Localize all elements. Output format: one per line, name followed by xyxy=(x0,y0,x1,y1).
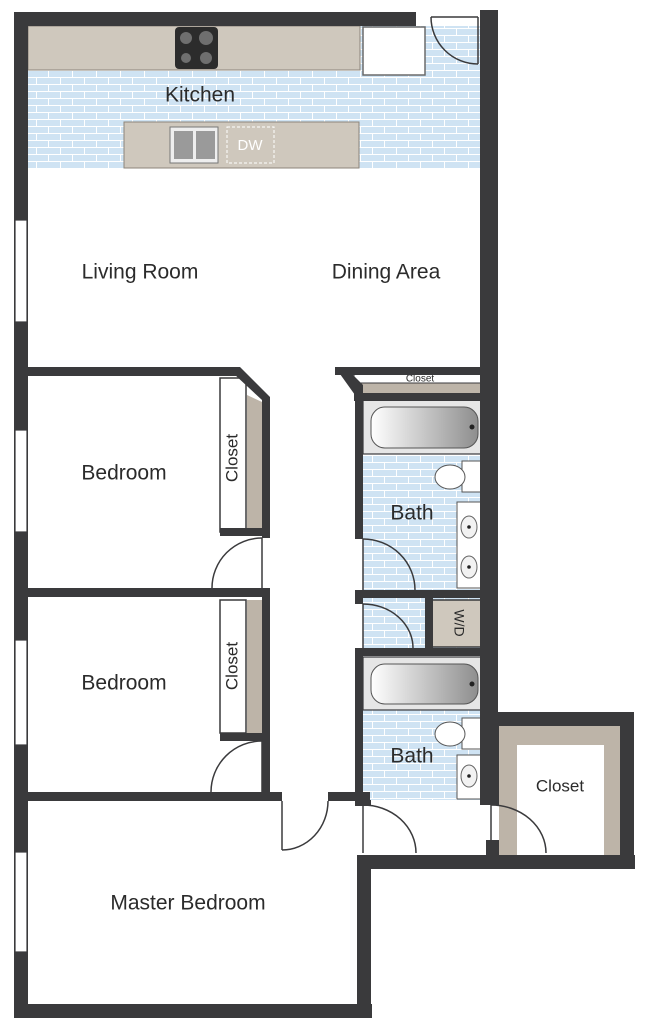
refrigerator xyxy=(362,26,426,76)
master-closet-floor xyxy=(517,745,604,856)
bed2-closet-label: Closet xyxy=(222,642,241,690)
bedroom-1-door[interactable] xyxy=(211,537,263,589)
master-bedroom-window xyxy=(14,851,28,953)
kitchen-island xyxy=(123,121,360,169)
cooktop-icon xyxy=(175,27,218,69)
toilet-2 xyxy=(434,717,485,750)
dining-area-label: Dining Area xyxy=(332,261,441,284)
kitchen-entry-door[interactable] xyxy=(430,16,479,65)
bath-1-door[interactable] xyxy=(362,538,416,591)
bed1-closet-shelf xyxy=(247,395,262,532)
master-bedroom-door[interactable] xyxy=(281,800,329,851)
dishwasher-label: DW xyxy=(238,137,264,154)
toilet-1 xyxy=(434,460,485,493)
bed1-closet-label: Closet xyxy=(222,434,241,482)
hall-closet-shelf xyxy=(354,383,485,395)
bath-2-label: Bath xyxy=(390,745,433,768)
bedroom-2-door[interactable] xyxy=(210,740,263,793)
bath-1-label: Bath xyxy=(390,502,433,525)
bathtub-2 xyxy=(362,656,486,711)
bath-2-door[interactable] xyxy=(362,804,417,854)
kitchen-label: Kitchen xyxy=(165,84,235,107)
hall-closet-label: Closet xyxy=(406,374,435,385)
bedroom-2-window xyxy=(14,639,28,746)
master-closet-door[interactable] xyxy=(490,804,547,854)
bedroom-1-label: Bedroom xyxy=(81,462,166,485)
bed2-closet-shelf xyxy=(247,600,262,733)
bedroom-2-label: Bedroom xyxy=(81,672,166,695)
living-room-window xyxy=(14,219,28,323)
sink-icon xyxy=(169,126,219,164)
master-closet-label: Closet xyxy=(536,776,584,795)
bedroom-1-window xyxy=(14,429,28,533)
living-room-label: Living Room xyxy=(82,261,199,284)
washer-dryer-label: W/D xyxy=(451,609,467,636)
master-bedroom-label: Master Bedroom xyxy=(110,892,265,915)
dishwasher xyxy=(226,126,275,164)
bathtub-1 xyxy=(362,399,486,455)
laundry-door[interactable] xyxy=(362,603,414,649)
